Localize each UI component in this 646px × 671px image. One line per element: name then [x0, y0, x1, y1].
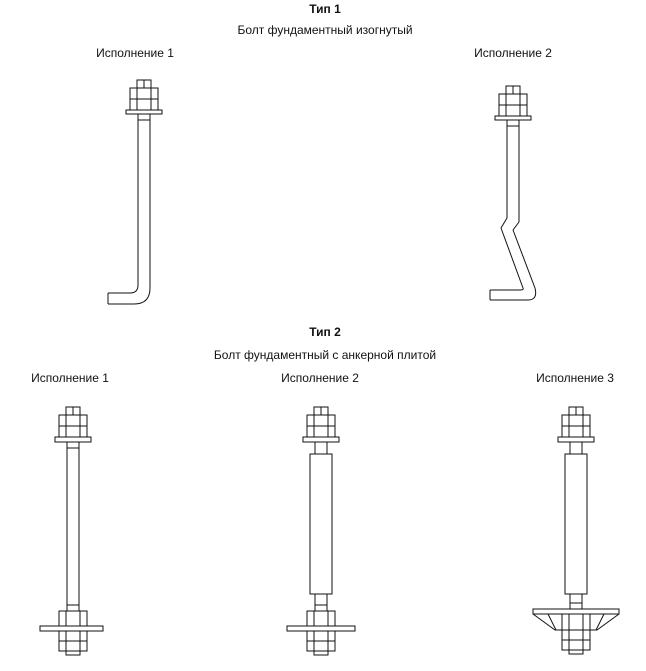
- type2-variant3-label: Исполнение 3: [536, 371, 614, 385]
- type1-variant1-label: Исполнение 1: [96, 46, 174, 60]
- type1-variant2-bolt: [489, 85, 537, 301]
- type1-variant1-bolt: [107, 79, 163, 305]
- type1-title: Тип 1: [309, 2, 341, 16]
- type2-subtitle: Болт фундаментный с анкерной плитой: [213, 348, 437, 362]
- type2-variant1-bolt: [39, 406, 104, 656]
- type2-variant1-label: Исполнение 1: [31, 371, 109, 385]
- type2-variant2-label: Исполнение 2: [281, 371, 359, 385]
- type1-variant2-label: Исполнение 2: [474, 46, 552, 60]
- type1-subtitle: Болт фундаментный изогнутый: [237, 23, 413, 37]
- type2-variant2-bolt: [286, 406, 356, 656]
- type2-variant3-bolt: [532, 406, 620, 655]
- type2-title: Тип 2: [309, 325, 341, 339]
